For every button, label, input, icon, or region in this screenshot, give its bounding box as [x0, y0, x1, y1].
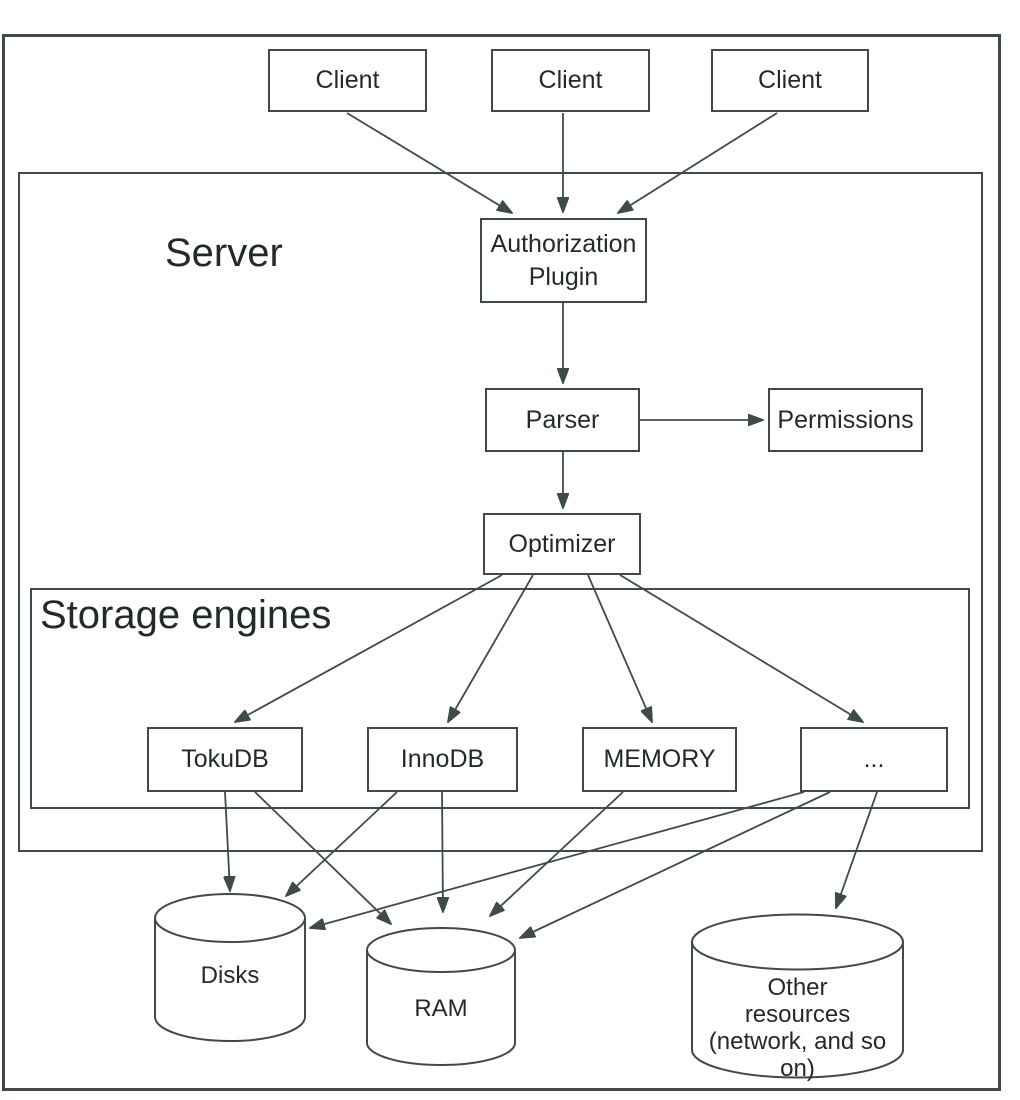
engine-node-memory: MEMORY — [582, 727, 737, 792]
disks-cylinder — [154, 893, 306, 1042]
edge-innodb-disks — [286, 791, 398, 896]
engine-memory-label: MEMORY — [603, 745, 716, 774]
disks-label: Disks — [200, 962, 260, 989]
edge-dots-ram — [520, 791, 831, 938]
engine-node-tokudb: TokuDB — [147, 727, 303, 792]
optimizer-label: Optimizer — [508, 529, 616, 558]
edge-optimizer-tokudb — [235, 574, 503, 722]
client-node-3-label: Client — [758, 66, 822, 95]
client-node-2-label: Client — [538, 66, 603, 95]
server-label: Server — [165, 231, 283, 275]
ram-cylinder — [366, 927, 516, 1066]
other-resources-cylinder — [691, 913, 904, 1079]
permissions-label: Permissions — [777, 405, 914, 434]
edge-memory-ram — [490, 791, 624, 916]
edge-optimizer-innodb — [448, 574, 534, 722]
client-node-2: Client — [491, 49, 650, 112]
engine-tokudb-label: TokuDB — [181, 745, 269, 774]
edge-optimizer-memory — [587, 574, 652, 722]
other-resources-label-line1: Other — [767, 974, 828, 1001]
engine-dots-label: ... — [863, 745, 885, 774]
other-resources-label-line2: resources — [744, 1001, 851, 1028]
ram-label: RAM — [414, 995, 468, 1022]
optimizer-node: Optimizer — [483, 513, 641, 575]
client-node-3: Client — [711, 49, 869, 112]
storage-engines-frame — [30, 588, 970, 809]
authorization-plugin-label-line1: Authorization — [490, 230, 637, 258]
other-resources-label: Other resources (network, and so on) — [690, 974, 905, 1082]
edge-tokudb-ram — [254, 791, 391, 924]
edge-optimizer-dots — [619, 574, 863, 722]
authorization-plugin-label-line2: Plugin — [528, 262, 599, 291]
edge-client1-authorization — [346, 112, 512, 213]
authorization-plugin-node: Authorization Plugin — [480, 218, 647, 303]
diagram-outer-frame — [2, 34, 1001, 1091]
client-node-1: Client — [268, 49, 427, 112]
permissions-node: Permissions — [768, 388, 923, 452]
parser-node: Parser — [485, 388, 640, 452]
engine-node-innodb: InnoDB — [367, 727, 518, 792]
edge-client3-authorization — [618, 112, 778, 213]
storage-engines-label: Storage engines — [40, 593, 332, 637]
server-frame — [18, 172, 983, 852]
client-node-1-label: Client — [315, 66, 380, 95]
other-resources-label-line3: (network, and so on) — [708, 1028, 887, 1082]
engine-innodb-label: InnoDB — [400, 745, 485, 774]
parser-label: Parser — [525, 405, 600, 434]
edge-dots-disks — [310, 791, 805, 928]
engine-node-dots: ... — [800, 727, 948, 792]
